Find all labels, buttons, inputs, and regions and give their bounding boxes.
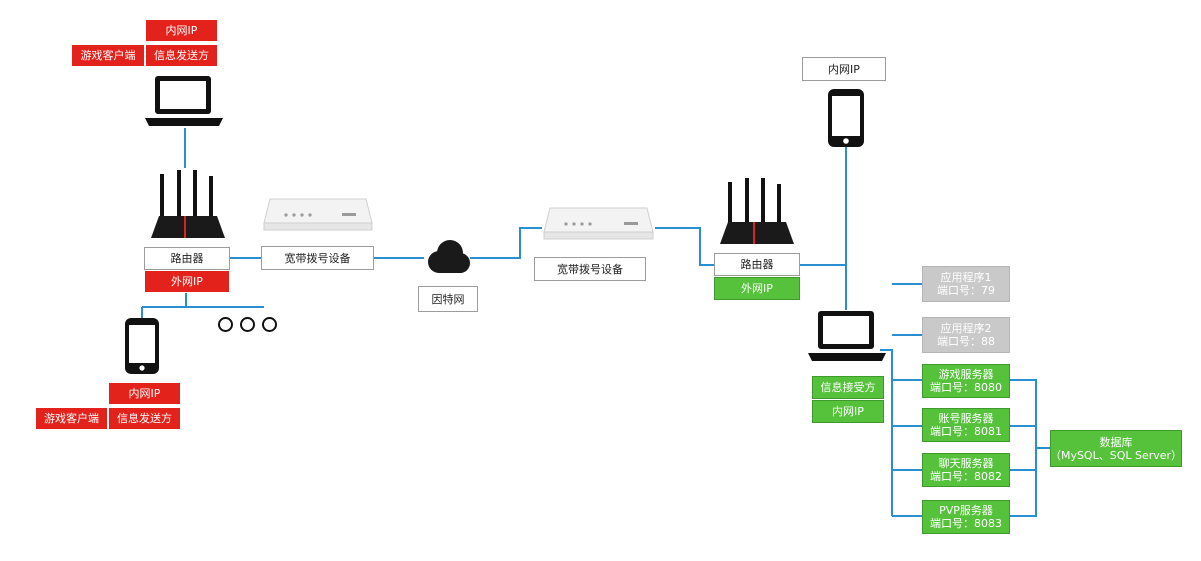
ellipsis-ring-2 — [240, 317, 255, 332]
app-name: 聊天服务器 — [938, 457, 994, 470]
app-box-1: 应用程序1 端口号：79 — [922, 266, 1010, 302]
modem-icon — [263, 198, 373, 231]
app-box-2: 应用程序2 端口号：88 — [922, 317, 1010, 353]
app-port: 端口号：8082 — [930, 470, 1002, 483]
laptop-icon — [145, 76, 223, 126]
internet-label: 因特网 — [418, 286, 478, 312]
left-laptop-intranet-ip: 内网IP — [145, 19, 218, 42]
pvp-server-box: PVP服务器 端口号：8083 — [922, 500, 1010, 534]
app-name: 游戏服务器 — [938, 368, 994, 381]
wire-router-right-bus — [800, 264, 847, 310]
app-name: 账号服务器 — [938, 412, 994, 425]
left-router-extranet-ip: 外网IP — [144, 270, 230, 293]
wire-modem-router-right — [655, 227, 714, 266]
left-modem-label: 宽带拨号设备 — [261, 246, 374, 270]
left-phone-sender: 信息发送方 — [108, 407, 181, 430]
wire-db-bus — [1010, 379, 1037, 517]
left-laptop-client: 游戏客户端 — [71, 44, 145, 67]
right-router-label: 路由器 — [714, 253, 800, 276]
server-pc-receiver: 信息接受方 — [812, 376, 884, 399]
right-router-extranet-ip: 外网IP — [714, 277, 800, 300]
left-laptop-sender: 信息发送方 — [145, 44, 218, 67]
game-server-box: 游戏服务器 端口号：8080 — [922, 364, 1010, 398]
left-phone-client: 游戏客户端 — [35, 407, 108, 430]
account-server-box: 账号服务器 端口号：8081 — [922, 408, 1010, 442]
smartphone-icon — [828, 89, 864, 147]
router-icon — [720, 178, 794, 244]
ellipsis-ring-3 — [262, 317, 277, 332]
server-pc-intranet-ip: 内网IP — [812, 400, 884, 423]
right-phone-intranet-ip: 内网IP — [802, 57, 886, 81]
modem-icon — [543, 207, 654, 240]
database-name: 数据库 — [1099, 435, 1133, 449]
app-port: 端口号：8083 — [930, 517, 1002, 530]
app-port: 端口号：8080 — [930, 381, 1002, 394]
database-box: 数据库 （MySQL、SQL Server） — [1050, 430, 1182, 467]
wire-cloud-modem-right — [470, 227, 542, 259]
database-detail: （MySQL、SQL Server） — [1050, 448, 1182, 462]
chat-server-box: 聊天服务器 端口号：8082 — [922, 453, 1010, 487]
left-phone-intranet-ip: 内网IP — [108, 382, 181, 405]
cloud-icon — [428, 240, 470, 273]
laptop-icon — [808, 311, 886, 361]
app-port: 端口号：8081 — [930, 425, 1002, 438]
ellipsis-ring-1 — [218, 317, 233, 332]
app-name: PVP服务器 — [939, 504, 993, 517]
app-name: 应用程序1 — [940, 271, 992, 284]
app-name: 应用程序2 — [940, 322, 992, 335]
app-port: 端口号：79 — [937, 284, 995, 297]
router-icon — [151, 170, 225, 238]
smartphone-icon — [125, 318, 159, 374]
right-modem-label: 宽带拨号设备 — [534, 257, 646, 281]
wire-apps-bus — [880, 349, 893, 516]
app-port: 端口号：88 — [937, 335, 995, 348]
left-router-label: 路由器 — [144, 247, 230, 270]
wire-group — [141, 128, 1050, 517]
